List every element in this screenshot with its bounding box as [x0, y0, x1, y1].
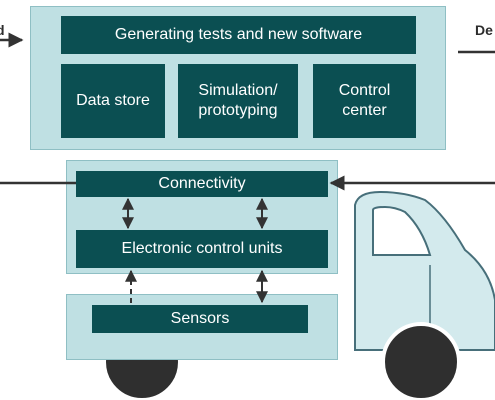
wheel-right-icon	[381, 322, 461, 400]
truck-window	[372, 205, 432, 256]
box-connectivity: Connectivity	[76, 171, 328, 197]
right-edge-label: De	[475, 22, 493, 38]
box-control-center: Control center	[313, 64, 416, 138]
box-simulation-prototyping: Simulation/ prototyping	[178, 64, 298, 138]
box-electronic-control-units: Electronic control units	[76, 230, 328, 268]
banner-generating-tests: Generating tests and new software	[61, 16, 416, 54]
box-sensors: Sensors	[92, 305, 308, 333]
left-edge-label: d	[0, 22, 5, 38]
box-data-store: Data store	[61, 64, 165, 138]
